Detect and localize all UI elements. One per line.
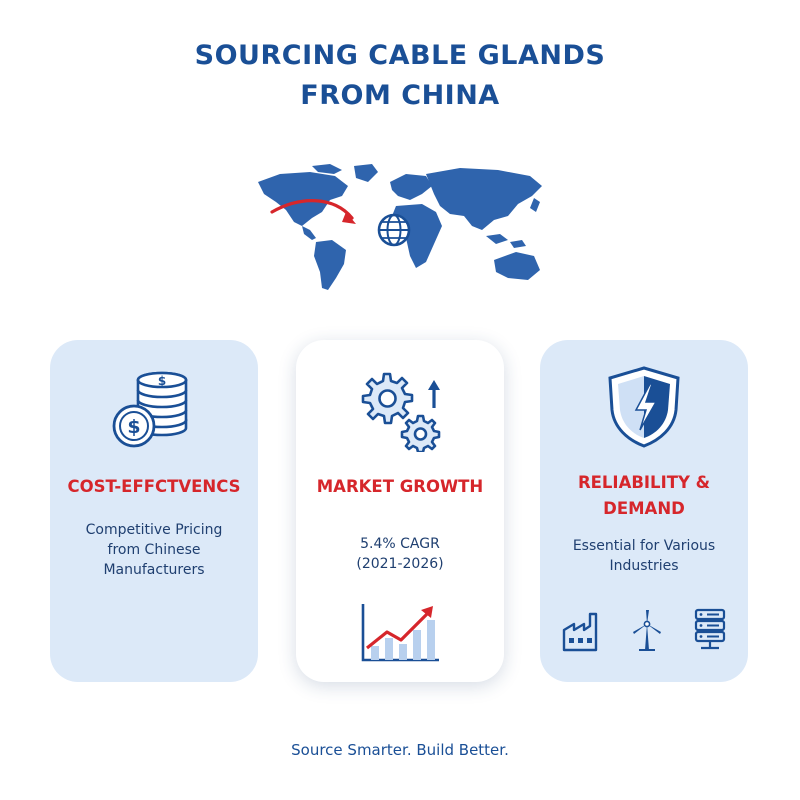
market-growth-card: MARKET GROWTH 5.4% CAGR (2021-2026) xyxy=(296,340,504,682)
card-description: Essential for Various Industries xyxy=(540,536,748,576)
card-text-line: Manufacturers xyxy=(103,562,205,578)
title-line-1: SOURCING CABLE GLANDS xyxy=(194,40,606,71)
card-text-line: (2021-2026) xyxy=(356,556,444,572)
gears-arrow-up-icon xyxy=(296,368,504,452)
reliability-demand-card: RELIABILITY & DEMAND Essential for Vario… xyxy=(540,340,748,682)
svg-text:$: $ xyxy=(127,416,140,438)
cost-effectiveness-card: $ $ COST-EFFCTVENCS Competitive Pricing … xyxy=(50,340,258,682)
growth-bar-chart-icon xyxy=(296,602,504,664)
title-line-2: FROM CHINA xyxy=(300,80,500,111)
card-heading-line: RELIABILITY & xyxy=(577,473,711,492)
server-icon xyxy=(693,608,727,657)
card-text-line: from Chinese xyxy=(107,542,201,558)
card-text-line: Industries xyxy=(609,558,679,574)
svg-text:$: $ xyxy=(158,374,166,388)
factory-icon xyxy=(561,608,601,657)
card-heading: MARKET GROWTH xyxy=(316,477,484,496)
shield-lightning-icon xyxy=(540,364,748,450)
card-heading-line: DEMAND xyxy=(603,499,685,518)
card-text-line: 5.4% CAGR xyxy=(360,536,440,552)
world-map-icon xyxy=(250,160,550,300)
industry-icons xyxy=(540,608,748,657)
card-description: Competitive Pricing from Chinese Manufac… xyxy=(50,520,258,580)
card-description: 5.4% CAGR (2021-2026) xyxy=(296,534,504,574)
wind-turbine-icon xyxy=(629,608,665,657)
coins-dollar-icon: $ $ xyxy=(50,360,258,452)
card-heading: COST-EFFCTVENCS xyxy=(67,477,241,496)
page-title: SOURCING CABLE GLANDS FROM CHINA xyxy=(0,36,800,116)
card-heading: RELIABILITY & DEMAND xyxy=(540,470,748,522)
card-text-line: Competitive Pricing xyxy=(85,522,223,538)
card-text-line: Essential for Various xyxy=(572,538,716,554)
tagline: Source Smarter. Build Better. xyxy=(291,741,509,759)
